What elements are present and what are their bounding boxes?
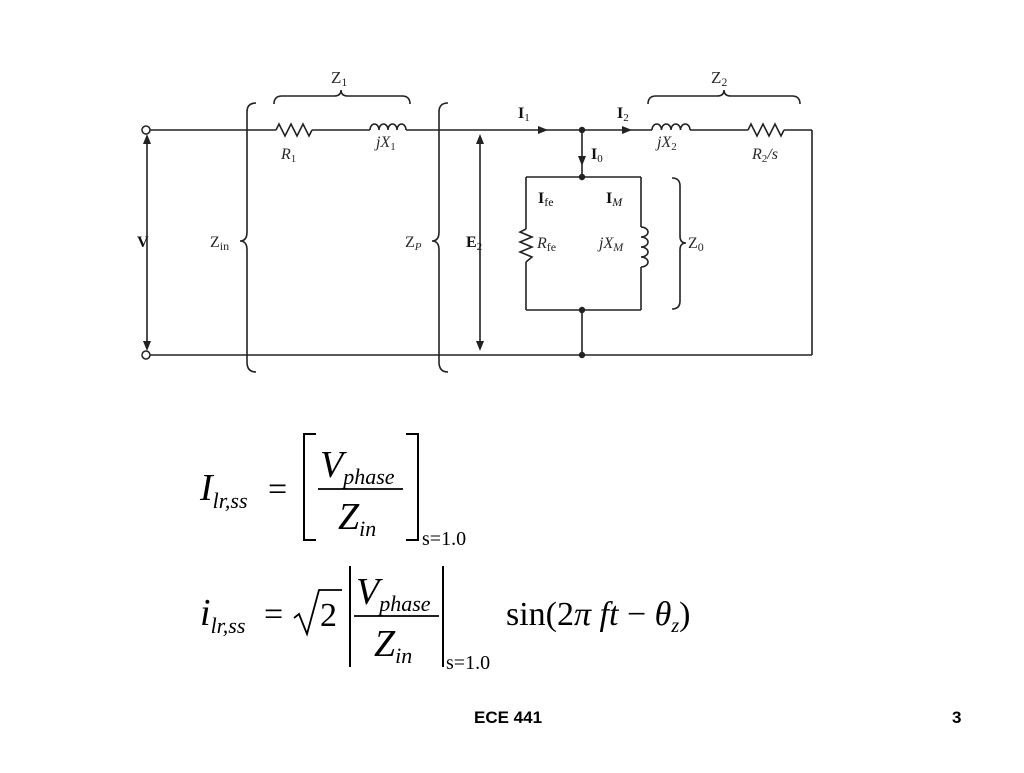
input-terminal-top	[141, 125, 151, 135]
eq2-denominator: Zin	[374, 623, 412, 668]
eq1-lhs: Ilr,ss	[199, 467, 248, 513]
junction-dot	[578, 351, 586, 359]
z2-label: Z2	[711, 68, 727, 89]
e2-arrowhead-down	[476, 341, 484, 351]
eq2-sqrt-arg: 2	[320, 597, 337, 634]
footer-course-label: ECE 441	[474, 708, 543, 727]
jx2-inductor-symbol	[651, 123, 691, 131]
z0-label: Z0	[688, 235, 704, 254]
e2-label: E2	[466, 234, 482, 253]
r1-resistor-symbol	[275, 122, 313, 138]
equation-locked-rotor-current-rms: Ilr,ss = Vphase Zin s=1.0	[199, 433, 466, 550]
jxm-inductor-symbol	[640, 226, 649, 268]
eq1-left-bracket	[303, 433, 316, 541]
v-arrowhead-down	[143, 341, 151, 351]
terminals	[141, 125, 151, 360]
circuit-labels: Z1 Z2 R1 jX1 jX2 R2/s I1 I2 I0 Ife IM Rf…	[137, 68, 778, 254]
r2s-label: R2/s	[751, 146, 778, 165]
eq2-equals: =	[264, 596, 283, 633]
zin-label: Zin	[210, 234, 229, 253]
zin-brace	[239, 102, 257, 373]
jx1-inductor-symbol	[369, 123, 407, 131]
eq2-lhs: ilr,ss	[200, 592, 245, 638]
i0-label: I0	[591, 146, 603, 165]
eq1-numerator: Vphase	[320, 444, 395, 489]
jx1-label: jX1	[374, 134, 396, 153]
e2-arrowhead-up	[476, 134, 484, 144]
footer-page-number: 3	[952, 708, 962, 727]
im-label: IM	[606, 190, 623, 209]
equation-locked-rotor-current-instantaneous: ilr,ss = 2 Vphase Zin s=1.0 sin(2π ft − …	[200, 566, 690, 674]
eq1-right-bracket	[406, 433, 419, 541]
junction-dot	[578, 126, 586, 134]
z0-brace	[671, 177, 687, 310]
eq2-numerator: Vphase	[356, 571, 431, 616]
jx2-label: jX2	[655, 134, 677, 153]
zp-label: ZP	[405, 234, 422, 253]
equivalent-circuit-diagram	[146, 89, 813, 373]
i2-arrowhead	[622, 126, 632, 134]
zp-brace	[431, 102, 449, 373]
eq1-equals: =	[268, 471, 287, 508]
z1-label: Z1	[331, 68, 347, 89]
eq2-eval-subscript: s=1.0	[446, 652, 490, 674]
r2s-resistor-symbol	[747, 122, 785, 138]
ife-label: Ife	[538, 190, 554, 209]
rfe-resistor-symbol	[517, 228, 535, 263]
eq2-sqrt-sign	[293, 589, 342, 637]
i1-arrowhead	[538, 126, 548, 134]
v-label: V	[137, 234, 149, 251]
r1-label: R1	[280, 146, 296, 165]
circuit-markers	[143, 126, 632, 359]
eq1-denominator: Zin	[338, 496, 376, 541]
v-arrowhead-up	[143, 134, 151, 144]
z1-brace	[273, 89, 411, 105]
jxm-label: jXM	[597, 235, 624, 254]
i0-arrowhead	[578, 156, 586, 166]
junction-dot	[578, 306, 586, 314]
eq1-eval-subscript: s=1.0	[422, 528, 466, 550]
i2-label: I2	[617, 105, 629, 124]
eq2-sine-term: sin(2π ft − θz)	[506, 596, 690, 637]
junction-dot	[578, 173, 586, 181]
i1-label: I1	[518, 105, 530, 124]
rfe-label: Rfe	[536, 235, 556, 254]
z2-brace	[647, 89, 801, 105]
input-terminal-bottom	[141, 350, 151, 360]
